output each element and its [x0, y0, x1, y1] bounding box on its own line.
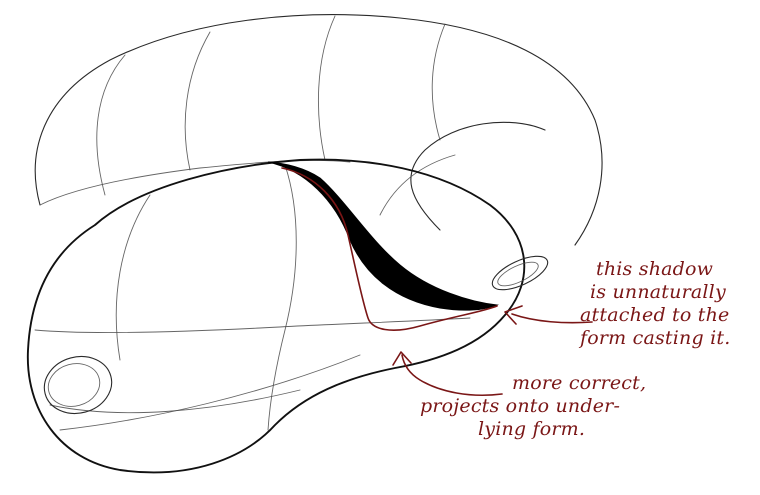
front-tube-end-opening: [43, 356, 113, 414]
attached-shadow-note: this shadow is unnaturally attached to t…: [580, 258, 730, 350]
right-end-inner: [497, 261, 539, 287]
leader-arrowhead-1: [504, 305, 523, 325]
projected-shadow-outline: [281, 167, 498, 331]
front-tube-contour-mid: [267, 164, 297, 431]
back-tube-contour-4: [431, 23, 446, 141]
back-tube-cross-contour: [379, 154, 456, 216]
attached-note-line-1: this shadow: [596, 258, 714, 280]
front-tube-outline: [26, 158, 526, 474]
leader-to-projected-shadow: [401, 354, 503, 397]
attached-note-line-4: form casting it.: [580, 327, 731, 349]
back-tube-bottom-edge: [39, 159, 351, 206]
projected-note-line-3: lying form.: [478, 418, 586, 440]
attached-note-line-3: attached to the: [580, 304, 730, 326]
front-tube-end-inner: [47, 363, 101, 407]
back-tube-contour-2: [184, 31, 211, 171]
attached-shadow: [267, 161, 498, 311]
right-end-opening: [491, 255, 549, 291]
projected-note-line-1: more correct,: [512, 372, 647, 394]
front-tube: [26, 158, 549, 474]
back-tube-inner-curve: [410, 121, 546, 231]
front-tube-contour-left: [115, 194, 151, 361]
attached-note-line-2: is unnaturally: [590, 281, 726, 303]
back-tube-outline: [34, 14, 603, 246]
back-tube-contour-1: [96, 54, 126, 196]
front-tube-lower-contour: [49, 389, 301, 414]
leader-to-attached-shadow: [511, 313, 593, 324]
projected-note-line-2: projects onto under-: [420, 395, 621, 417]
back-tube-contour-3: [318, 15, 336, 161]
projected-shadow-note: more correct, projects onto under- lying…: [420, 372, 646, 441]
front-tube-guide-line: [59, 354, 361, 431]
back-tube: [34, 14, 603, 246]
front-tube-contour-horizontal: [34, 317, 471, 334]
leader-arrowhead-2: [392, 351, 412, 366]
